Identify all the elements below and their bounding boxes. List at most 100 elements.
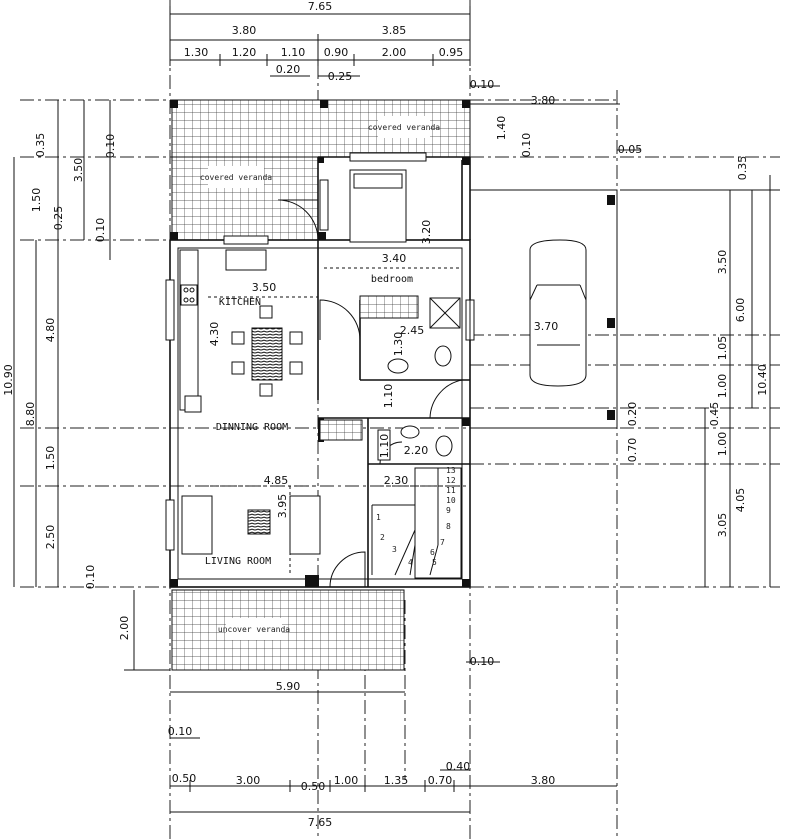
- dim-left-010-c: 0.10: [84, 565, 97, 590]
- dim-left-010-a: 0.10: [104, 134, 117, 159]
- label-covered-veranda-top: covered veranda: [368, 123, 440, 132]
- dim-bottom-row-1: 0.50: [172, 772, 197, 785]
- dining-table: [251, 327, 283, 381]
- dim-front-010: 0.10: [470, 655, 495, 668]
- dim-bottom-row-6: 0.70: [428, 774, 453, 787]
- dim-top-row-2: 1.20: [232, 46, 257, 59]
- dim-left-025: 0.25: [52, 206, 65, 231]
- left-dimensions: 0.35 3.50 0.10 1.50 0.25 0.10 10.90 4.80…: [2, 100, 170, 671]
- verandas: covered veranda covered veranda uncover …: [171, 99, 471, 671]
- dim-left-035: 0.35: [34, 133, 47, 158]
- dim-left-250: 2.50: [44, 525, 57, 550]
- dim-stair-230: 2.30: [384, 474, 409, 487]
- dim-left-010-b: 0.10: [94, 218, 107, 243]
- sink-icon: [387, 358, 409, 374]
- dim-left-150b: 1.50: [44, 446, 57, 471]
- dim-bedroom-340: 3.40: [382, 252, 407, 265]
- dim-top-row-1: 1.30: [184, 46, 209, 59]
- stair-number: 3: [392, 545, 397, 554]
- dim-living-485: 4.85: [264, 474, 289, 487]
- dim-wc-220: 2.20: [404, 444, 429, 457]
- label-bedroom: bedroom: [371, 274, 413, 285]
- dim-left-350: 3.50: [72, 158, 85, 183]
- dim-top-025: 0.25: [328, 70, 353, 83]
- top-dimensions: 7.65 3.80 3.85 1.30 1.20 1.10 0.90 2.00 …: [169, 0, 643, 158]
- dim-bottom-row-3: 0.50: [301, 780, 326, 793]
- dim-right-405: 4.05: [734, 488, 747, 513]
- sofa-left: [181, 495, 213, 555]
- dim-right-105: 1.05: [716, 336, 729, 361]
- stair-number: 10: [446, 496, 456, 505]
- dim-left-480: 4.80: [44, 318, 57, 343]
- dim-140: 1.40: [495, 116, 508, 141]
- bottom-dimensions: 0.10 5.90 0.10 0.40 0.50 3.00 0.50 1.00 …: [168, 655, 617, 829]
- stove-icon: [180, 284, 198, 306]
- stair-number: 6: [430, 548, 435, 557]
- dim-bath-130: 1.30: [392, 332, 405, 357]
- dim-right-100b: 1.00: [716, 432, 729, 457]
- dim-top-a: 3.80: [232, 24, 257, 37]
- dim-veranda-590: 5.90: [276, 680, 301, 693]
- dim-bath-245: 2.45: [400, 324, 425, 337]
- car-icon: [529, 239, 587, 387]
- dim-right-1040: 10.40: [756, 364, 769, 396]
- dim-right-350: 3.50: [716, 250, 729, 275]
- stair-number: 9: [446, 506, 451, 515]
- dim-top-row-4: 0.90: [324, 46, 349, 59]
- dim-kitchen-430: 4.30: [208, 322, 221, 347]
- dim-carport-width: 3.80: [531, 94, 556, 107]
- dim-bottom-row-5: 1.35: [384, 774, 409, 787]
- label-living-room: LIVING ROOM: [205, 556, 271, 567]
- dim-005: 0.05: [618, 143, 643, 156]
- stair-number: 12: [446, 476, 456, 485]
- dim-top-total: 7.65: [308, 0, 333, 13]
- dim-bedroom-320: 3.20: [420, 220, 433, 245]
- dim-bottom-row-4: 1.00: [334, 774, 359, 787]
- dim-hall-110: 1.10: [382, 384, 395, 409]
- dim-top-010-r: 0.10: [470, 78, 495, 91]
- dim-bottom-010: 0.10: [168, 725, 193, 738]
- dim-bottom-row-2: 3.00: [236, 774, 261, 787]
- dim-carport-370: 3.70: [534, 320, 559, 333]
- dim-top-b: 3.85: [382, 24, 407, 37]
- label-dinning-room: DINNING ROOM: [216, 422, 288, 433]
- label-uncovered-veranda: uncover veranda: [218, 625, 290, 634]
- dim-left-200: 2.00: [118, 616, 131, 641]
- dim-right-045: 0.45: [708, 402, 721, 427]
- stair-numbers: 13 12 11 10 9 8 7 6 5 4 3 2 1: [376, 466, 456, 567]
- dim-right-035: 0.35: [736, 156, 749, 181]
- stair-number: 1: [376, 513, 381, 522]
- dim-top-row-5: 2.00: [382, 46, 407, 59]
- room-labels: bedroom KITCHEN DINNING ROOM LIVING ROOM…: [205, 220, 558, 575]
- sofa-right: [289, 495, 321, 555]
- label-kitchen: KITCHEN: [219, 297, 261, 308]
- dim-left-150: 1.50: [30, 188, 43, 213]
- dim-top-020: 0.20: [276, 63, 301, 76]
- dim-right-600: 6.00: [734, 298, 747, 323]
- stair-number: 4: [408, 558, 413, 567]
- stair-number: 5: [432, 558, 437, 567]
- stair-number: 7: [440, 538, 445, 547]
- dim-right-305: 3.05: [716, 513, 729, 538]
- dim-kitchen-350: 3.50: [252, 281, 277, 294]
- stair-number: 2: [380, 533, 385, 542]
- toilet-icon: [434, 345, 452, 367]
- carport: [469, 189, 618, 429]
- stair-number: 11: [446, 486, 456, 495]
- dim-010-c: 0.10: [520, 133, 533, 158]
- stair-number: 8: [446, 522, 451, 531]
- dim-top-row-3: 1.10: [281, 46, 306, 59]
- label-covered-veranda-left: covered veranda: [200, 173, 272, 182]
- dim-right-020: 0.20: [626, 402, 639, 427]
- dim-wc-110: 1.10: [378, 434, 391, 459]
- right-dimensions: 0.35 3.50 6.00 1.05 1.00 10.40 0.20 0.45…: [620, 156, 780, 587]
- dim-right-100: 1.00: [716, 374, 729, 399]
- dim-right-070: 0.70: [626, 438, 639, 463]
- dim-bottom-380: 3.80: [531, 774, 556, 787]
- dim-left-880: 8.80: [24, 402, 37, 427]
- dim-left-1090: 10.90: [2, 364, 15, 396]
- furniture: [179, 169, 462, 579]
- dim-bottom-040: 0.40: [446, 760, 471, 773]
- stair-number: 13: [446, 466, 456, 475]
